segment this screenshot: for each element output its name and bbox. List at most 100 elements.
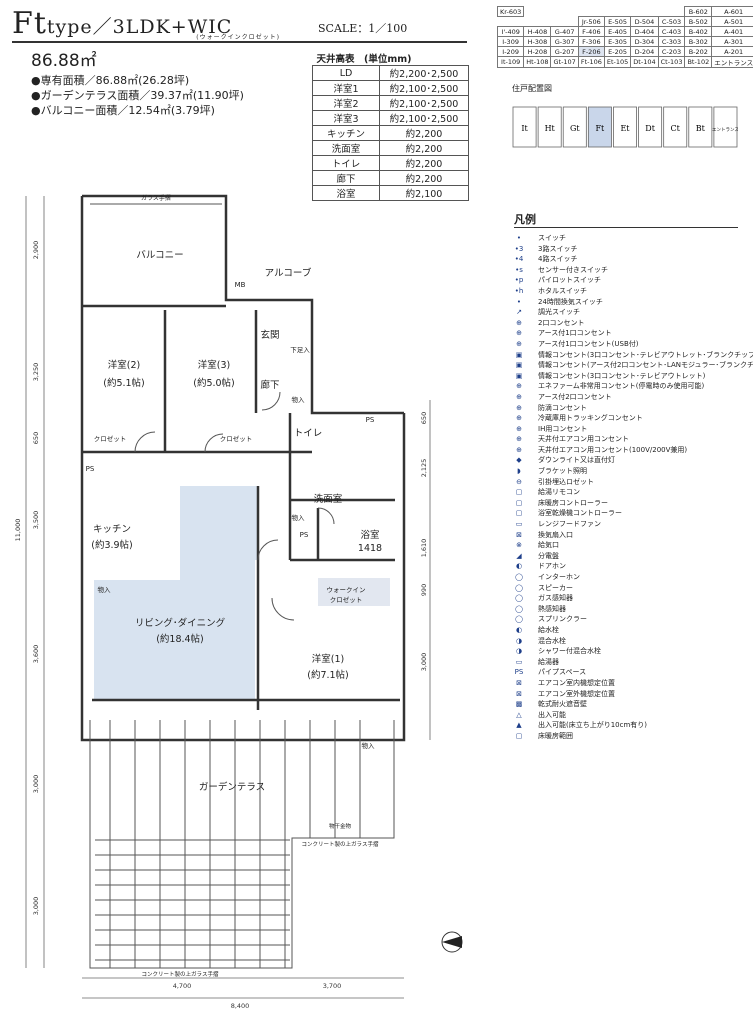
- legend-symbol-icon: ◯: [515, 594, 523, 603]
- legend-label: ドアホン: [538, 562, 566, 571]
- label-closet3: クロゼット: [220, 434, 253, 443]
- label-ps-top: PS: [366, 416, 375, 424]
- label-balcony: バルコニー: [136, 250, 183, 261]
- unit-cell: B-402: [684, 26, 713, 37]
- keymap-unit: [512, 106, 537, 148]
- legend-label: シャワー付混合水栓: [538, 647, 601, 656]
- unit-cell: B-602: [684, 6, 713, 17]
- unit-cell: B-502: [684, 16, 713, 27]
- legend-symbol-icon: ◆: [516, 456, 522, 465]
- unit-cell: I-309: [496, 36, 525, 47]
- legend-symbol-icon: ▭: [515, 520, 523, 529]
- legend-label: レンジフードファン: [538, 520, 601, 529]
- label-washroom: 洗面室: [314, 493, 343, 505]
- dim-left-6: 3,000: [32, 775, 40, 794]
- dim-right-1: 2,125: [420, 459, 428, 478]
- legend-symbol-icon: ⊕: [516, 339, 522, 348]
- legend-label: パイプスペース: [538, 668, 587, 677]
- legend-item: ⊗給気口: [512, 540, 753, 551]
- unit-cell: [578, 7, 604, 17]
- legend-label: 浴室乾燥機コントローラー: [538, 509, 622, 518]
- legend-symbol-icon: ⊕: [516, 414, 522, 423]
- legend-label: 混合水栓: [538, 636, 566, 645]
- keymap-unit: [613, 106, 637, 148]
- unit-cell: F-206: [577, 46, 605, 57]
- legend-symbol-icon: ⊕: [516, 435, 522, 444]
- unit-cell: A-601: [711, 6, 753, 17]
- unit-cell: Gt-107: [550, 56, 579, 68]
- label-wic: ウォークイン: [327, 586, 366, 594]
- scale-label: SCALE：1／100: [318, 22, 408, 35]
- legend-symbol-icon: •3: [514, 244, 524, 253]
- unit-cell: I-209: [496, 46, 525, 57]
- total-area: 86.88㎡: [31, 51, 97, 71]
- legend-label: ホタルスイッチ: [538, 286, 587, 295]
- label-ps-wash: PS: [300, 531, 309, 539]
- legend-label: 情報コンセント(アース付2口コンセント･LANモジュラー･ブランクチップ): [538, 361, 753, 370]
- dim-left-0: 2,900: [32, 241, 40, 260]
- spec-garden: ●ガーデンテラス面積／39.37㎡(11.90坪): [31, 89, 244, 102]
- legend-label: スイッチ: [538, 234, 566, 242]
- keymap-label: It: [521, 124, 528, 133]
- legend-label: 乾式耐火遮音壁: [538, 700, 587, 709]
- legend-symbol-icon: ⊕: [516, 392, 522, 401]
- legend-label: エネファーム非常用コンセント(停電時のみ使用可能): [538, 382, 705, 391]
- table-row: トイレ約2,200: [312, 155, 469, 171]
- unit-cell: D-404: [630, 26, 659, 37]
- label-room2: 洋室(2): [108, 359, 140, 371]
- dim-left-1: 11,000: [14, 519, 22, 542]
- keymap-label: Ct: [671, 124, 681, 133]
- legend-symbol-icon: ⊕: [516, 382, 522, 391]
- legend-symbol-icon: ▩: [515, 700, 523, 709]
- legend-item: ▣情報コンセント(3口コンセント･テレビアウトレット): [512, 371, 753, 382]
- type-name: Ft: [12, 6, 47, 41]
- legend-item: ▭ レンジフードファン: [512, 519, 753, 530]
- label-bath-size: 1418: [358, 543, 382, 554]
- legend-symbol-icon: △: [516, 710, 522, 719]
- keymap-title: 住戸配置図: [512, 84, 552, 93]
- legend-symbol-icon: ◯: [515, 583, 523, 592]
- legend-label: 出入可能(床立ち上がり10cm有り): [538, 721, 648, 730]
- legend-item: ▩ 乾式耐火遮音壁: [512, 699, 753, 710]
- legend-item: ⊕アース付1口コンセント: [512, 328, 753, 339]
- legend-label: エアコン室外機想定位置: [538, 689, 615, 698]
- legend-item: ⊕IH用コンセント: [512, 424, 753, 435]
- legend-symbol-icon: ⊗: [516, 541, 522, 550]
- floor-plan: バルコニー アルコーブ MB 玄関 廊下 洋室(2) (約5.1帖) 洋室(3)…: [14, 194, 463, 1010]
- unit-cell: E-505: [603, 16, 632, 27]
- unit-cell: B-202: [684, 46, 713, 57]
- legend-symbol-icon: ⊕: [516, 329, 522, 338]
- unit-cell: Bt-102: [684, 56, 713, 68]
- dim-left-2: 3,250: [32, 363, 40, 382]
- keymap-unit: [688, 106, 713, 148]
- dim-bottom-2: 8,400: [231, 1002, 250, 1010]
- legend-item: ⊕ アース付2口コンセント: [512, 392, 753, 403]
- inner-wall: [82, 310, 400, 710]
- label-alcove: アルコーブ: [265, 267, 312, 279]
- legend-label: アース付2口コンセント: [538, 392, 612, 401]
- floor-heating-area: [94, 486, 258, 700]
- keymap-label: Bt: [696, 124, 706, 133]
- legend-label: 24時間換気スイッチ: [538, 297, 603, 306]
- legend-label: 情報コンセント(3口コンセント･テレビアウトレット･ブランクチップ): [538, 350, 753, 359]
- unit-cell: C-403: [657, 26, 686, 37]
- label-living-size: (約18.4帖): [156, 633, 204, 645]
- legend-label: 換気扇入口: [538, 530, 573, 539]
- label-storage4: 物入: [362, 741, 376, 750]
- legend-symbol-icon: •s: [515, 265, 523, 274]
- legend-symbol-icon: ⊠: [516, 678, 522, 687]
- plan-title: Fttype／3LDK+WIC(ウォークインクロゼット): [12, 6, 280, 41]
- unit-cell: D-304: [630, 36, 659, 47]
- label-toilet: トイレ: [294, 428, 323, 439]
- legend-label: 給水栓: [538, 625, 559, 634]
- unit-cell: G-407: [550, 26, 579, 37]
- label-room1-size: (約7.1帖): [307, 669, 349, 681]
- legend-label: パイロットスイッチ: [538, 276, 601, 285]
